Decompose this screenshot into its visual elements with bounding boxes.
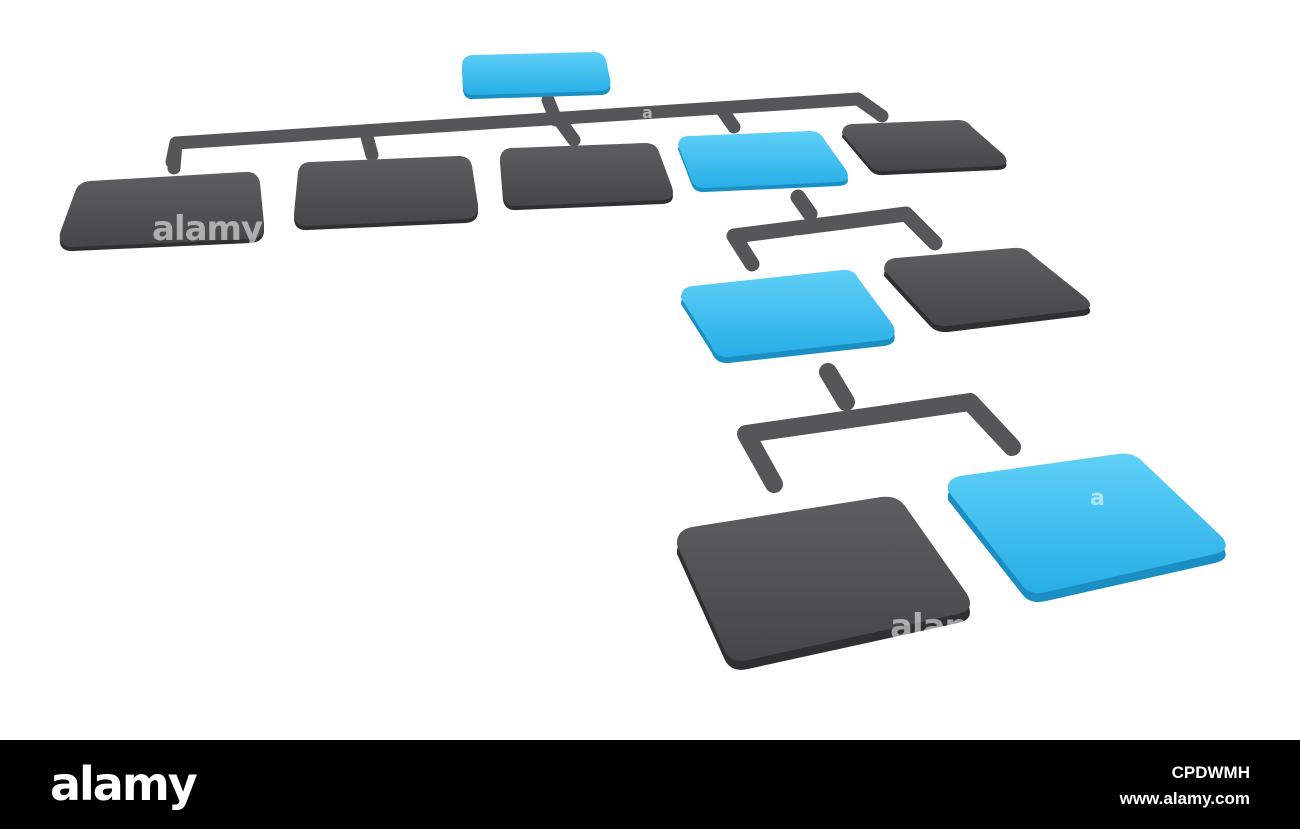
watermark-left: alamy [152,209,263,249]
node-root [462,52,611,100]
watermark-mark-2: a [792,229,802,248]
watermark-bottom: alamy [890,607,1001,647]
node-level1-c [500,143,673,211]
site-url: www.alamy.com [1119,789,1250,808]
watermark-mark-1: a [642,103,652,122]
node-level1-e [842,120,1007,176]
image-id: CPDWMH [1171,763,1250,782]
watermarks: alamy alamy a a a [152,103,1105,647]
connector-drop-d [715,103,741,134]
node-level1-d [678,131,848,193]
connector-drop-b [359,126,379,162]
node-level1-b [294,156,479,231]
connector-low-stem [819,363,855,411]
node-level3-b [947,453,1226,603]
footer-bar: alamy CPDWMH www.alamy.com [0,740,1300,829]
chart-nodes [59,52,1226,670]
connector-low-bus [737,393,1021,493]
alamy-logo: alamy [50,757,198,811]
org-chart-diagram: alamy alamy a a a [59,52,1226,670]
node-level1-a [59,171,265,252]
watermark-mark-3: a [1090,486,1104,511]
connector-mid-stem [790,189,818,222]
connector-lines [165,92,1021,493]
connector-drop-c [553,114,581,147]
node-level2-b [884,247,1091,333]
connector-mid-bus [726,206,943,272]
connector-drop-a [167,136,183,175]
node-level3-a [676,496,970,670]
node-level2-a [681,269,895,364]
